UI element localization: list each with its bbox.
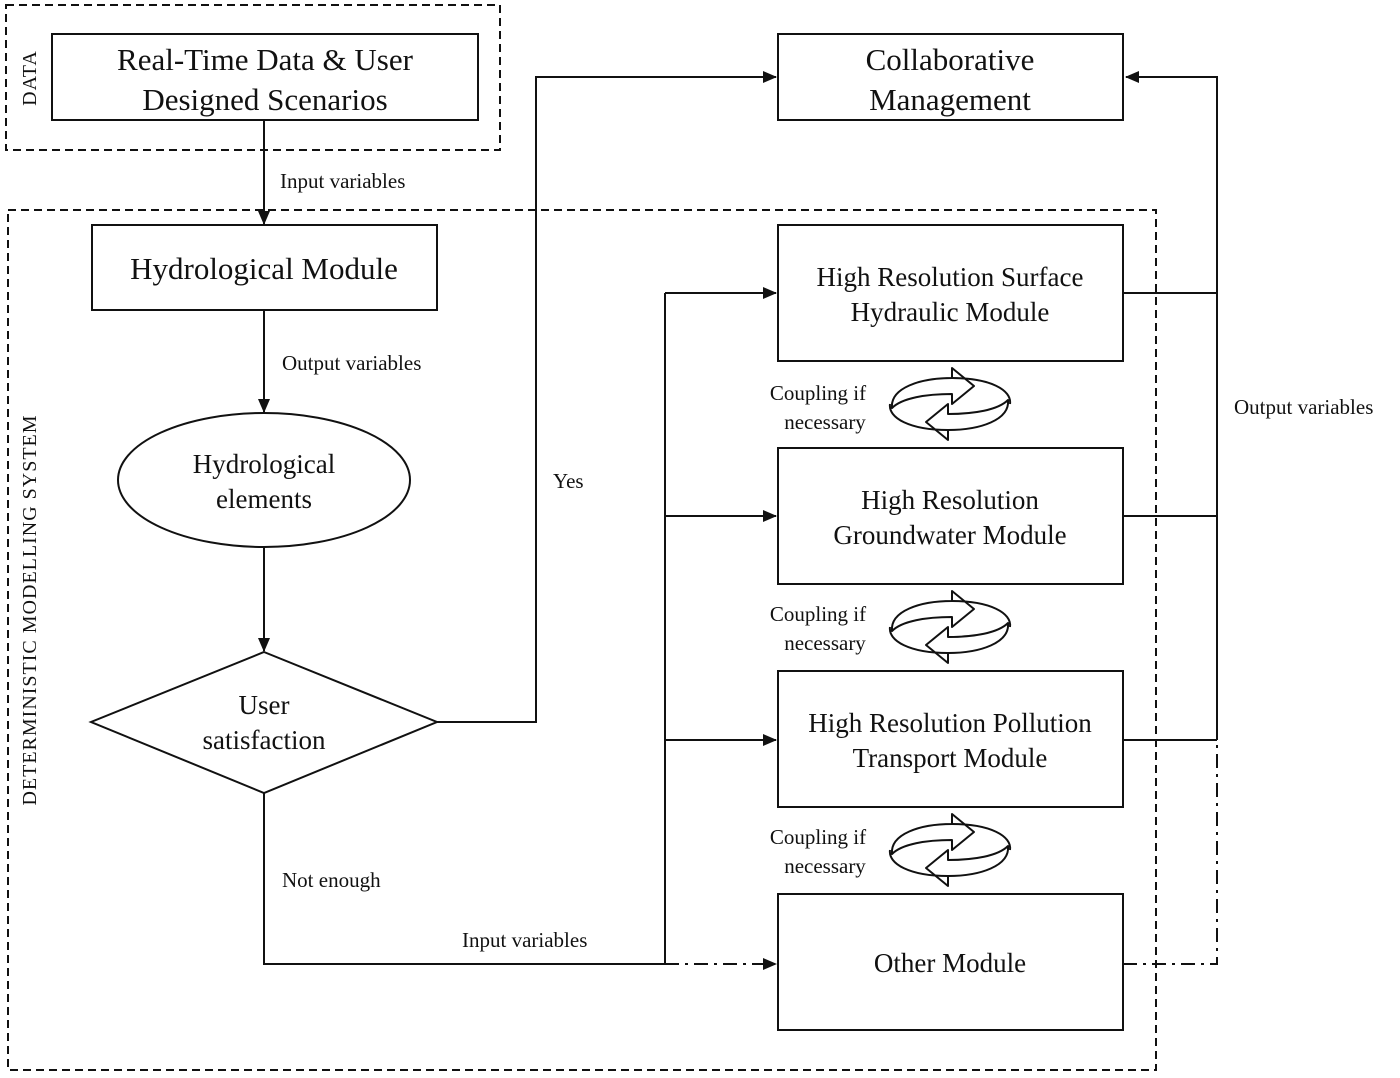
modelling-system-frame	[7, 209, 1157, 1071]
pollution-transport-line1: High Resolution Pollution	[808, 708, 1092, 738]
groundwater-module-box: High Resolution Groundwater Module	[777, 447, 1124, 585]
edge-yes-to-collaborative	[437, 71, 777, 723]
hydrological-module-box: Hydrological Module	[91, 224, 438, 311]
coupling-group-1: Coupling if necessary	[770, 367, 1012, 441]
label-input-variables-bottom: Input variables	[462, 928, 587, 952]
other-module-label: Other Module	[874, 948, 1026, 978]
hydrological-elements-line1: Hydrological	[193, 449, 335, 479]
coupling-label-line1: Coupling if	[770, 825, 866, 849]
coupling-label-line1: Coupling if	[770, 381, 866, 405]
surface-hydraulic-line2: Hydraulic Module	[851, 297, 1050, 327]
coupling-label-line2: necessary	[784, 410, 866, 434]
hydrological-elements-line2: elements	[216, 484, 312, 514]
other-module-box: Other Module	[777, 893, 1124, 1031]
coupling-group-3: Coupling if necessary	[770, 813, 1012, 887]
user-satisfaction-line2: satisfaction	[203, 725, 326, 755]
collaborative-management-box: Collaborative Management	[777, 33, 1124, 121]
data-source-box: Real-Time Data & User Designed Scenarios	[51, 33, 479, 121]
data-source-line2: Designed Scenarios	[142, 82, 387, 117]
pollution-transport-line2: Transport Module	[853, 743, 1048, 773]
pollution-transport-module-box: High Resolution Pollution Transport Modu…	[777, 670, 1124, 808]
user-satisfaction-decision: User satisfaction	[88, 650, 440, 795]
data-frame-label: DATA	[19, 50, 41, 106]
coupling-label-line2: necessary	[784, 854, 866, 878]
modelling-system-label: DETERMINISTIC MODELLING SYSTEM	[19, 414, 41, 805]
label-output-variables-right: Output variables	[1234, 395, 1373, 419]
surface-hydraulic-line1: High Resolution Surface	[817, 262, 1084, 292]
coupling-group-2: Coupling if necessary	[770, 590, 1012, 664]
surface-hydraulic-module-box: High Resolution Surface Hydraulic Module	[777, 224, 1124, 362]
label-yes: Yes	[553, 469, 584, 493]
hydrological-module-label: Hydrological Module	[130, 251, 398, 286]
edge-output-trunk	[1125, 71, 1218, 740]
groundwater-line1: High Resolution	[861, 485, 1039, 515]
cycle-arrows-icon	[888, 590, 1012, 664]
collaborative-line1: Collaborative	[866, 42, 1035, 77]
user-satisfaction-line1: User	[239, 690, 290, 720]
label-input-variables-top: Input variables	[280, 169, 405, 193]
edge-other-output	[1123, 740, 1218, 965]
coupling-label-line1: Coupling if	[770, 602, 866, 626]
coupling-label-line2: necessary	[784, 631, 866, 655]
label-output-variables-left: Output variables	[282, 351, 421, 375]
collaborative-line2: Management	[869, 82, 1031, 117]
label-not-enough: Not enough	[282, 868, 381, 892]
data-frame	[5, 4, 501, 151]
data-source-line1: Real-Time Data & User	[117, 42, 414, 77]
hydrological-elements-ellipse: Hydrological elements	[117, 412, 411, 548]
groundwater-line2: Groundwater Module	[833, 520, 1066, 550]
cycle-arrows-icon	[888, 367, 1012, 441]
edge-not-enough	[263, 793, 665, 965]
cycle-arrows-icon	[888, 813, 1012, 887]
